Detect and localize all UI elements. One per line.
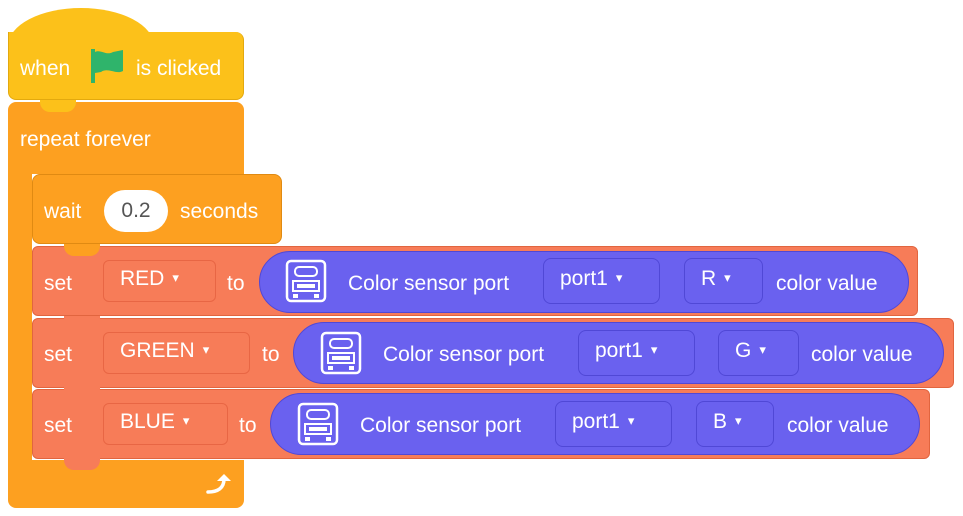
variable-name: BLUE (120, 410, 175, 433)
to-label: to (262, 343, 280, 366)
repeat-forever-label: repeat forever (20, 128, 151, 151)
channel-dropdown-r[interactable]: R▾ (684, 258, 763, 304)
variable-dropdown-red[interactable]: RED ▾ (103, 260, 216, 302)
port-dropdown-red[interactable]: port1 ▾ (543, 258, 660, 304)
caret-down-icon: ▾ (615, 270, 623, 285)
repeat-forever-bottom[interactable] (8, 460, 244, 508)
set-label: set (44, 343, 73, 366)
port-value: port1 (572, 410, 620, 433)
color-sensor-icon (320, 331, 362, 375)
set-label: set (44, 414, 73, 437)
channel-value: B (713, 410, 728, 433)
to-label: to (239, 414, 257, 437)
to-label: to (227, 272, 245, 295)
variable-name: GREEN (120, 339, 195, 362)
caret-down-icon: ▾ (759, 342, 766, 357)
color-value-label: color value (776, 272, 878, 295)
caret-down-icon: ▾ (627, 413, 635, 428)
variable-dropdown-green[interactable]: GREEN ▾ (103, 332, 250, 374)
channel-value: R (701, 267, 717, 290)
color-sensor-port-label: Color sensor port (383, 343, 545, 366)
port-value: port1 (560, 267, 608, 290)
set-green-notch (64, 387, 100, 399)
channel-dropdown-g[interactable]: G▾ (718, 330, 799, 376)
set-label: set (44, 272, 73, 295)
is-clicked-label: is clicked (136, 57, 222, 80)
port-value: port1 (595, 339, 643, 362)
color-sensor-icon (285, 259, 327, 303)
variable-name: RED (120, 267, 165, 290)
color-sensor-port-label: Color sensor port (348, 272, 510, 295)
repeat-forever-arm[interactable] (8, 174, 32, 462)
channel-value: G (735, 339, 752, 362)
loop-arrow-icon (206, 474, 231, 494)
set-blue-notch (64, 458, 100, 470)
wait-seconds-input[interactable]: 0.2 (104, 190, 168, 232)
when-flag-clicked-block[interactable] (8, 32, 244, 100)
caret-down-icon: ▾ (735, 413, 742, 428)
channel-dropdown-b[interactable]: B▾ (696, 401, 774, 447)
caret-down-icon: ▾ (182, 413, 190, 428)
port-dropdown-blue[interactable]: port1 ▾ (555, 401, 672, 447)
caret-down-icon: ▾ (202, 342, 210, 357)
color-sensor-icon (297, 402, 339, 446)
hat-notch (40, 100, 76, 112)
caret-down-icon: ▾ (724, 270, 731, 285)
color-value-label: color value (811, 343, 913, 366)
green-flag-icon (91, 49, 123, 83)
color-sensor-port-label: Color sensor port (360, 414, 522, 437)
when-label: when (20, 57, 71, 80)
variable-dropdown-blue[interactable]: BLUE ▾ (103, 403, 228, 445)
wait-label: wait (44, 200, 82, 223)
wait-notch (64, 244, 100, 256)
caret-down-icon: ▾ (172, 270, 179, 285)
repeat-forever-block[interactable] (8, 102, 244, 174)
caret-down-icon: ▾ (650, 342, 658, 357)
seconds-label: seconds (180, 200, 259, 223)
set-red-notch (64, 316, 100, 328)
color-value-label: color value (787, 414, 889, 437)
port-dropdown-green[interactable]: port1 ▾ (578, 330, 695, 376)
